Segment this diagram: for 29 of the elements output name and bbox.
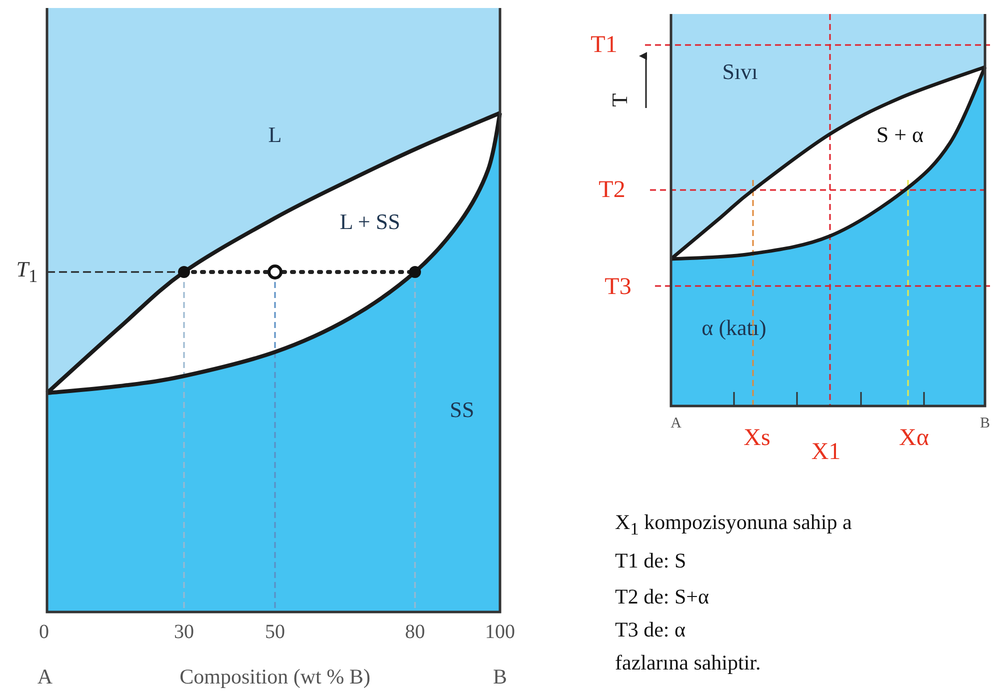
- phase-label: L + SS: [340, 211, 400, 233]
- phase-label: Sıvı: [722, 61, 758, 83]
- phase-label: SS: [450, 399, 474, 421]
- axis-end-label: B: [980, 416, 990, 432]
- note-text: fazlarına sahiptir.: [615, 652, 761, 674]
- temperature-label: T1: [590, 33, 618, 57]
- phase-label: L: [268, 124, 282, 146]
- axis-end-label: A: [37, 666, 53, 688]
- axis-title: Composition (wt % B): [180, 666, 370, 688]
- axis-end-label: B: [493, 666, 507, 688]
- tick-label: 50: [265, 622, 285, 642]
- temperature-label: T$_{1}$: [16, 258, 38, 286]
- composition-label: X1: [811, 440, 841, 464]
- tick-label: 30: [174, 622, 194, 642]
- composition-label: Xs: [744, 426, 770, 450]
- phase-label: S + α: [876, 124, 924, 146]
- note-text: T2 de: S+α: [615, 586, 710, 608]
- composition-label: Xα: [899, 426, 929, 450]
- temperature-label: T2: [598, 178, 626, 202]
- tick-label: 80: [405, 622, 425, 642]
- note-text: X$_{1}$ kompozisyonuna sahip a: [615, 512, 852, 538]
- note-text: T3 de: α: [615, 620, 686, 640]
- tick-label: 100: [485, 622, 515, 642]
- phase-label: α (katı): [702, 317, 766, 339]
- axis-end-label: A: [670, 416, 682, 432]
- note-text: T1 de: S: [615, 550, 686, 572]
- axis-title: T: [609, 93, 631, 107]
- tick-label: 0: [39, 622, 49, 642]
- temperature-label: T3: [604, 275, 632, 299]
